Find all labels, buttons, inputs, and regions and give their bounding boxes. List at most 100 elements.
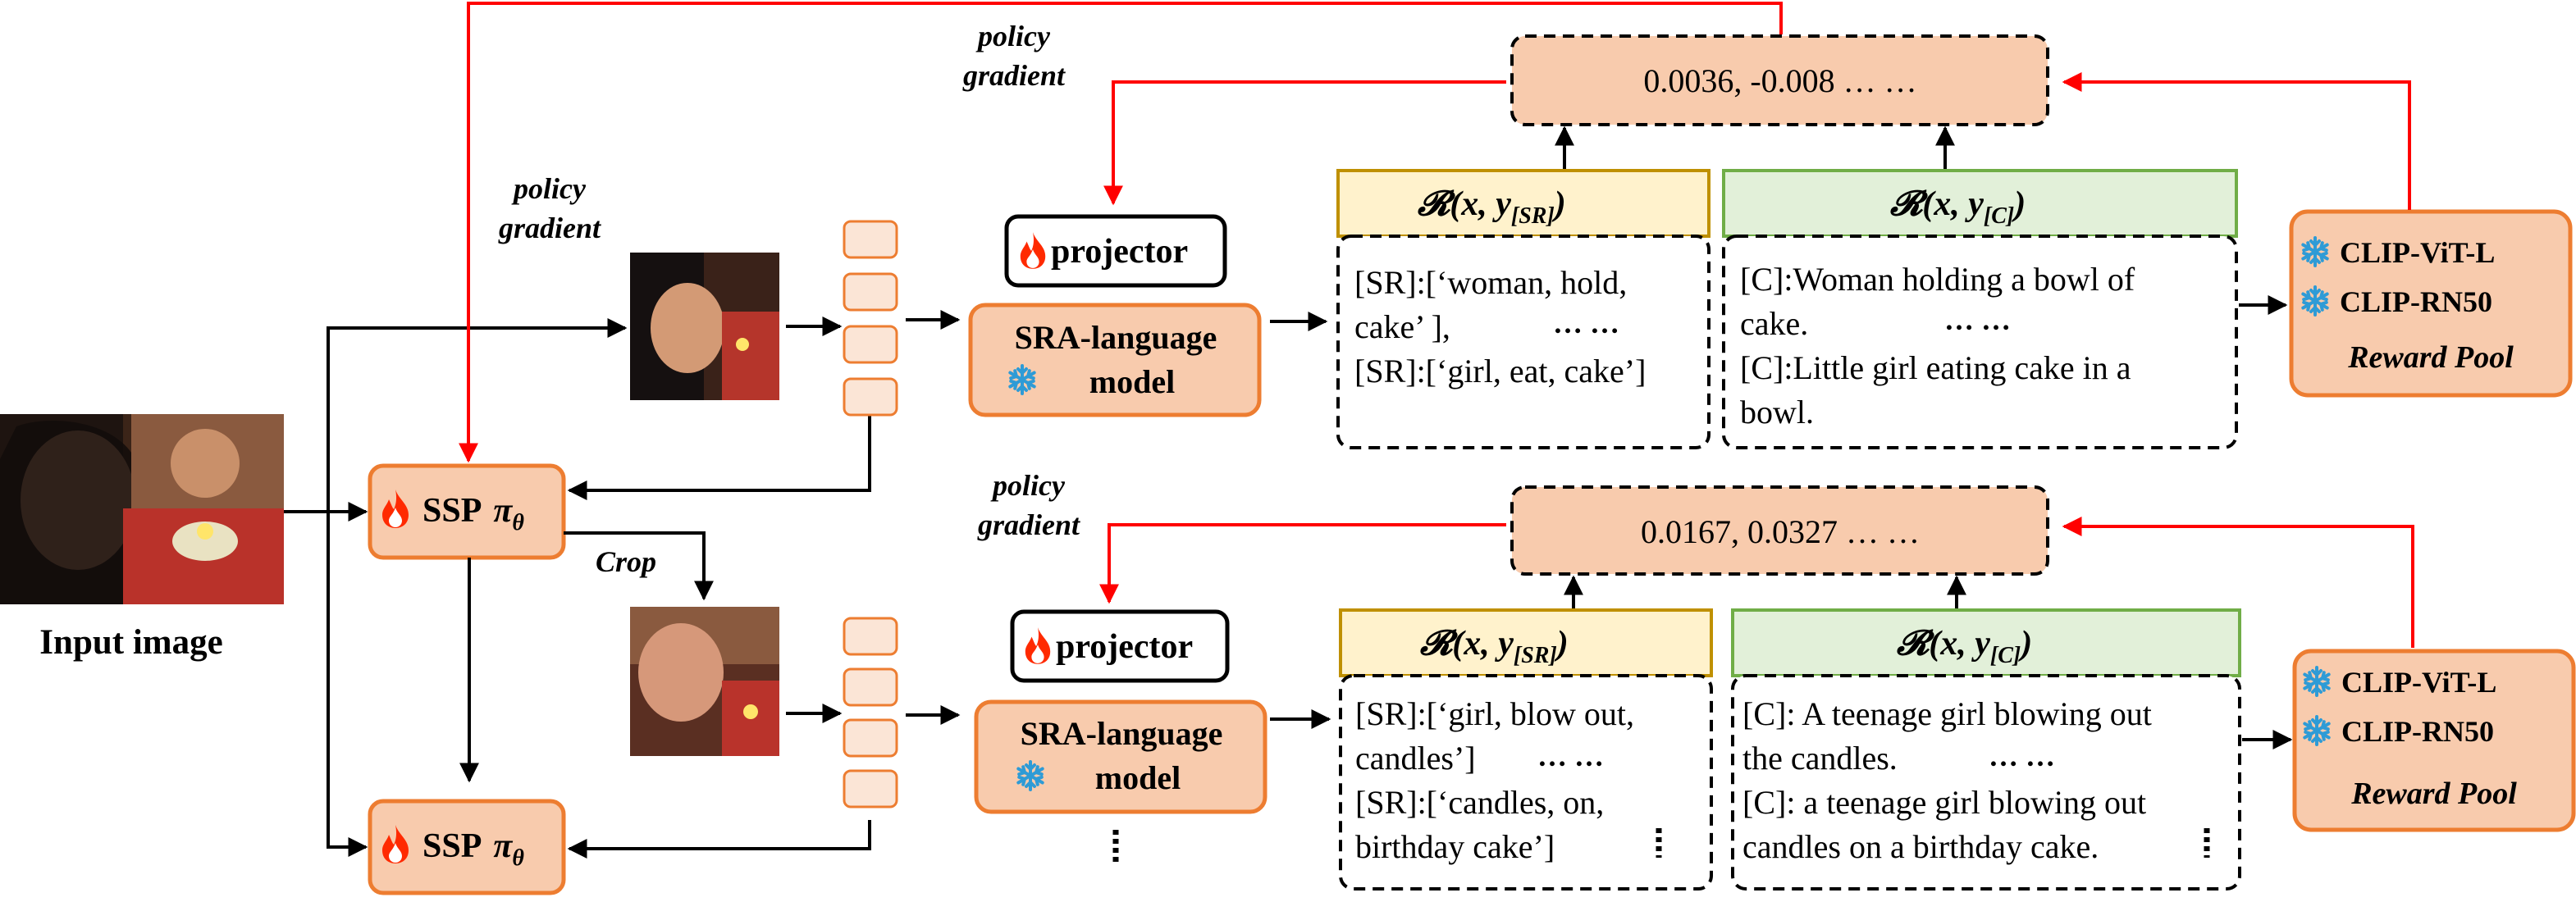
- sr-output-box-bottom: [SR]:[‘girl, blow out, candles’] … … [SR…: [1339, 674, 1713, 891]
- reward-args: (x, y: [1452, 625, 1514, 663]
- reward-close: ): [1551, 185, 1566, 223]
- svg-text:𝓡(x, y[C]): 𝓡(x, y[C]): [1896, 625, 2032, 668]
- caption-line: the candles.: [1742, 740, 1898, 777]
- reward-pool-top: CLIP-ViT-L CLIP-RN50 Reward Pool: [2289, 209, 2573, 398]
- sr-line: [SR]:[‘woman, hold,: [1354, 264, 1627, 301]
- reward-c-header-bottom: 𝓡(x, y[C]): [1731, 608, 2241, 677]
- crop-to-token-arrows: [786, 317, 843, 723]
- caption-line: [C]:Little girl eating cake in a: [1740, 349, 2131, 386]
- ssp-box-top: SSP πθ: [368, 463, 566, 560]
- score-box-top: 0.0036, -0.008 … …: [1510, 34, 2049, 126]
- reward-model-name: CLIP-ViT-L: [2340, 236, 2495, 269]
- score-values: 0.0036, -0.008 … …: [1643, 62, 1916, 99]
- caption-line: candles on a birthday cake.: [1742, 828, 2099, 865]
- caption-line: bowl.: [1740, 394, 1814, 430]
- projector-label: projector: [1056, 628, 1193, 666]
- caption-output-box-top: [C]:Woman holding a bowl of cake. … … [C…: [1722, 235, 2238, 449]
- sr-output-box-top: [SR]:[‘woman, hold, cake’ ], … … [SR]:[‘…: [1336, 235, 1710, 449]
- policy-gradient-label-bottom: policy gradient: [977, 469, 1080, 541]
- crop-image-top: [630, 253, 779, 400]
- policy-gradient-word: gradient: [962, 59, 1066, 92]
- crop-image-bottom: [630, 607, 779, 756]
- token-to-lm-arrows: [906, 310, 961, 725]
- token-stack-bottom: [843, 617, 898, 809]
- reward-sr-header-top: 𝓡(x, y[SR]): [1336, 169, 1710, 238]
- ssp-symbol: π: [493, 827, 513, 865]
- reward-close: ): [2011, 185, 2026, 223]
- language-model-line-1: SRA-language: [1015, 319, 1217, 356]
- reward-close: ): [2017, 625, 2032, 663]
- reward-pool-title: Reward Pool: [2350, 777, 2517, 811]
- policy-gradient-label-left: policy gradient: [498, 172, 601, 244]
- language-model-line-2: model: [1089, 363, 1175, 400]
- ssp-label: SSP: [422, 827, 482, 865]
- reward-args: (x, y: [1922, 185, 1984, 223]
- caption-line: [C]: a teenage girl blowing out: [1742, 784, 2146, 821]
- caption-output-box-bottom: [C]: A teenage girl blowing out the cand…: [1731, 674, 2241, 891]
- reward-model-name: CLIP-RN50: [2340, 285, 2492, 318]
- reward-model-name: CLIP-ViT-L: [2341, 666, 2496, 699]
- caption-ellipsis: … …: [1989, 740, 2055, 772]
- language-model-box-bottom: SRA-language model: [974, 699, 1267, 814]
- sr-line: birthday cake’]: [1355, 828, 1555, 865]
- ssp-subscript: θ: [512, 510, 524, 535]
- sr-line: [SR]:[‘girl, blow out,: [1355, 695, 1634, 732]
- svg-text:𝓡(x, y[SR]): 𝓡(x, y[SR]): [1419, 625, 1569, 668]
- reward-subscript: [C]: [1984, 203, 2014, 229]
- reward-c-header-top: 𝓡(x, y[C]): [1722, 169, 2238, 238]
- lm-to-output-arrows: [1270, 312, 1331, 729]
- policy-gradient-word: policy: [990, 469, 1066, 502]
- reward-close: ): [1554, 625, 1569, 663]
- input-flow-arrows: [284, 318, 871, 859]
- sr-line: candles’]: [1355, 740, 1476, 777]
- reward-args: (x, y: [1929, 625, 1990, 663]
- projector-label: projector: [1051, 233, 1188, 271]
- sr-line: [SR]:[‘candles, on,: [1355, 784, 1604, 821]
- projector-box-top: projector: [1004, 214, 1227, 288]
- reward-symbol: 𝓡: [1419, 625, 1459, 663]
- score-values: 0.0167, 0.0327 … …: [1641, 513, 1920, 550]
- sr-line: cake’ ],: [1354, 308, 1450, 345]
- reward-model-name: CLIP-RN50: [2341, 715, 2494, 748]
- reward-subscript: [C]: [1990, 643, 2021, 668]
- reward-symbol: 𝓡: [1417, 185, 1456, 223]
- reward-symbol: 𝓡: [1896, 625, 1935, 663]
- sr-ellipsis: … …: [1537, 740, 1604, 772]
- ssp-label: SSP: [422, 492, 482, 530]
- reward-symbol: 𝓡: [1889, 185, 1929, 223]
- crop-label: Crop: [596, 545, 656, 578]
- ssp-symbol: π: [493, 492, 513, 530]
- svg-text:𝓡(x, y[C]): 𝓡(x, y[C]): [1889, 185, 2026, 229]
- sr-line: [SR]:[‘girl, eat, cake’]: [1354, 353, 1646, 389]
- caption-line: [C]:Woman holding a bowl of: [1740, 261, 2135, 298]
- score-box-bottom: 0.0167, 0.0327 … …: [1510, 485, 2049, 576]
- token-stack-top: [843, 220, 898, 417]
- policy-gradient-label-top: policy gradient: [962, 20, 1066, 92]
- svg-text:𝓡(x, y[SR]): 𝓡(x, y[SR]): [1417, 185, 1566, 229]
- input-image: [0, 414, 284, 604]
- language-model-line-2: model: [1095, 759, 1181, 796]
- reward-subscript: [SR]: [1511, 203, 1555, 229]
- reward-pool-title: Reward Pool: [2347, 340, 2514, 375]
- sr-ellipsis: … …: [1553, 307, 1619, 339]
- caption-line: cake.: [1740, 305, 1808, 342]
- input-image-label: Input image: [39, 623, 222, 662]
- caption-ellipsis: … …: [1944, 303, 2011, 336]
- reward-subscript: [SR]: [1514, 643, 1557, 668]
- projector-box-bottom: projector: [1010, 609, 1230, 683]
- caption-line: [C]: A teenage girl blowing out: [1742, 695, 2152, 732]
- reward-args: (x, y: [1450, 185, 1511, 223]
- policy-gradient-word: gradient: [498, 212, 601, 244]
- policy-gradient-arrows: [459, 2, 2414, 648]
- policy-gradient-word: policy: [975, 20, 1051, 52]
- policy-gradient-word: gradient: [977, 508, 1080, 541]
- reward-pool-bottom: CLIP-ViT-L CLIP-RN50 Reward Pool: [2292, 649, 2576, 832]
- reward-sr-header-bottom: 𝓡(x, y[SR]): [1339, 608, 1713, 677]
- policy-gradient-word: policy: [511, 172, 587, 205]
- language-model-box-top: SRA-language model: [968, 303, 1262, 417]
- ssp-subscript: θ: [512, 845, 524, 871]
- reward-to-score-arrows: [1555, 125, 2293, 749]
